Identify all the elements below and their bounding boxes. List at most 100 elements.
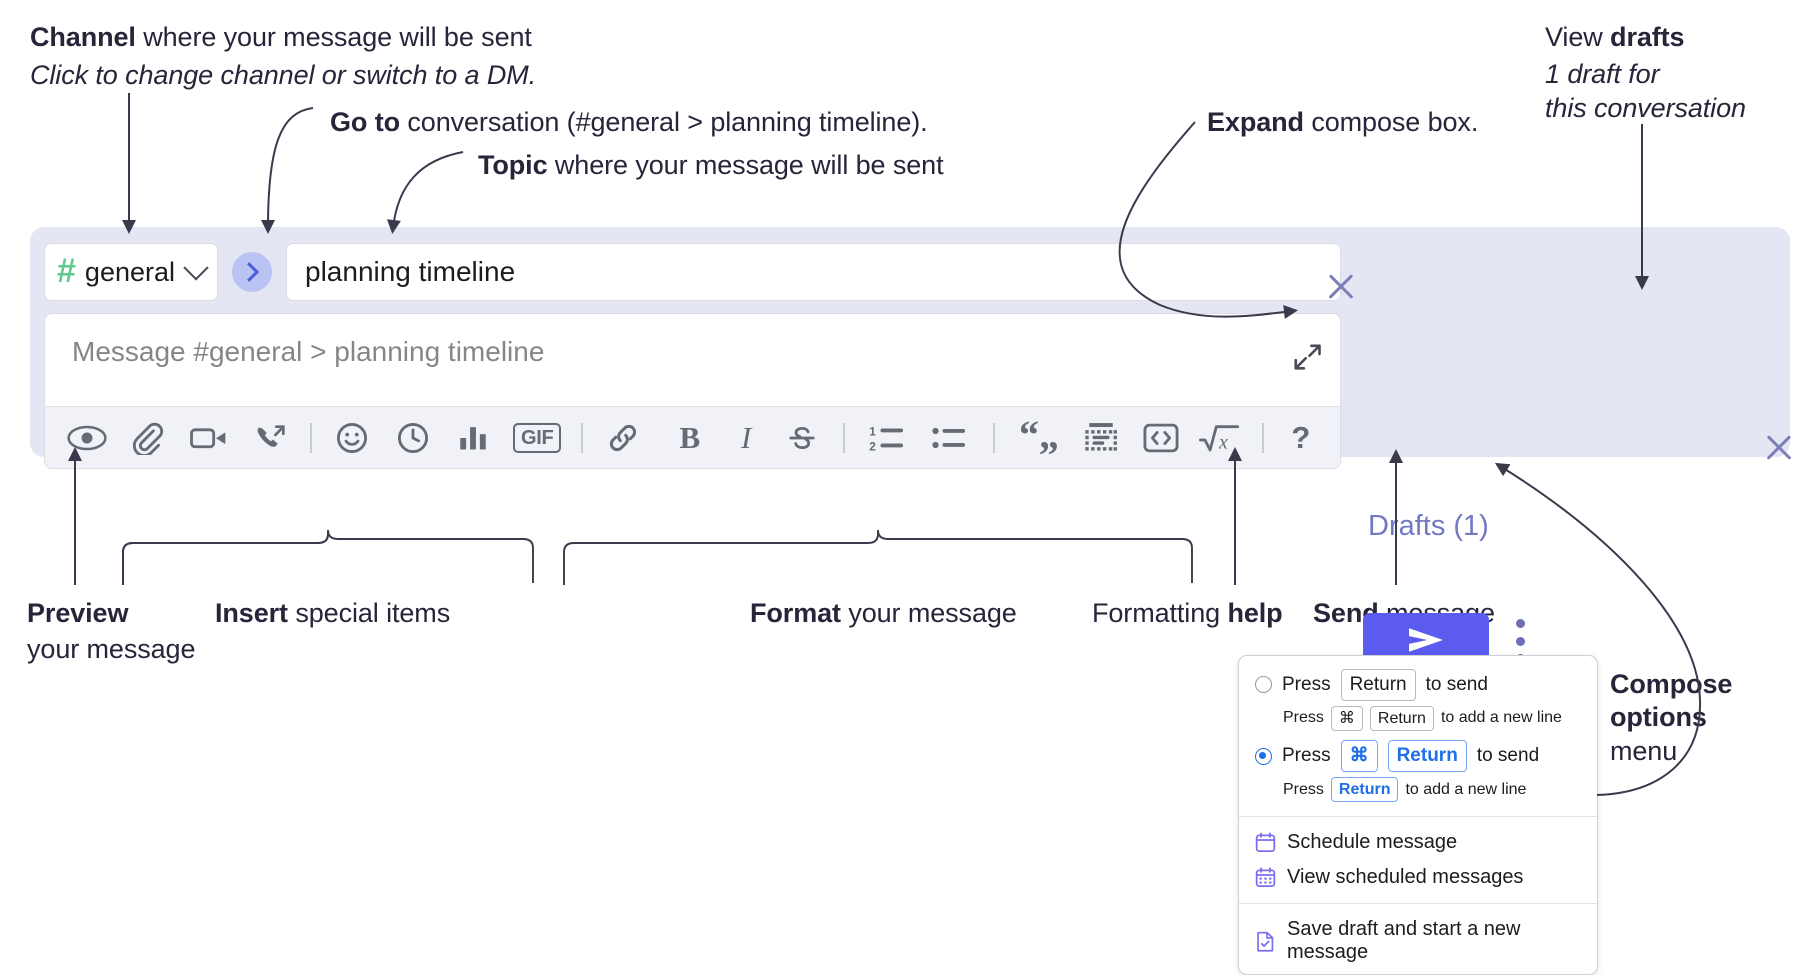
close-icon [1764, 433, 1794, 463]
annotation-compose-options-bold2: options [1610, 702, 1707, 733]
chevron-down-icon [183, 255, 209, 281]
link-icon[interactable] [597, 421, 649, 455]
key-return: Return [1387, 740, 1467, 772]
annotation-help-pre: Formatting [1092, 598, 1228, 628]
clock-icon[interactable] [387, 421, 439, 455]
menu-divider [1239, 903, 1597, 905]
annotation-drafts-italic2: this conversation [1545, 92, 1746, 123]
message-input[interactable]: Message #general > planning timeline [45, 314, 1340, 406]
video-camera-icon[interactable] [182, 424, 236, 452]
menu-option1-sub-pre: Press [1283, 709, 1324, 727]
annotation-channel: Channel where your message will be sent … [30, 22, 650, 92]
topic-input[interactable]: planning timeline [286, 243, 1341, 301]
compose-widget: # general planning timeline Message #gen… [30, 227, 1790, 667]
annotation-help-bold: help [1227, 598, 1283, 628]
annotation-format-rest: your message [840, 598, 1017, 628]
strikethrough-icon[interactable] [776, 422, 828, 454]
annotation-insert-rest: special items [287, 598, 451, 628]
expand-compose-button[interactable] [1292, 342, 1322, 372]
annotation-drafts: View drafts 1 draft for this conversatio… [1545, 22, 1805, 125]
menu-item-view-scheduled-messages[interactable]: View scheduled messages [1239, 860, 1597, 895]
close-compose-button[interactable] [1764, 433, 1794, 463]
annotation-topic: Topic where your message will be sent [478, 150, 944, 182]
math-icon[interactable]: x [1191, 422, 1247, 454]
bulleted-list-icon[interactable] [921, 423, 979, 453]
menu-option1-pre: Press [1282, 673, 1331, 695]
send-paper-plane-icon [1409, 628, 1443, 652]
annotation-expand-rest: compose box. [1303, 107, 1479, 137]
key-command: ⌘ [1340, 740, 1378, 772]
annotation-preview-bold: Preview [27, 598, 129, 628]
svg-text:2: 2 [869, 439, 876, 453]
key-return: Return [1369, 705, 1434, 732]
svg-text:1: 1 [869, 424, 876, 438]
menu-item-save-draft[interactable]: Save draft and start a new message [1239, 912, 1597, 970]
message-box: Message #general > planning timeline [44, 313, 1341, 469]
menu-option2-subtext: Press Return to add a new line [1239, 775, 1597, 809]
annotation-compose-options: Compose options menu [1610, 668, 1814, 768]
annotation-format: Format your message [750, 598, 1017, 630]
toolbar-divider [581, 422, 584, 453]
emoji-smiley-icon[interactable] [326, 421, 378, 455]
menu-radio-cmd-return-to-send[interactable]: Press ⌘ Return to send [1239, 737, 1597, 775]
annotation-drafts-bold: drafts [1610, 22, 1685, 52]
code-block-icon[interactable] [1073, 422, 1129, 454]
annotation-preview: Preview your message [27, 598, 257, 666]
channel-name-label: general [84, 256, 175, 287]
annotation-insert-bold: Insert [215, 598, 288, 628]
drafts-link[interactable]: Drafts (1) [1368, 510, 1489, 542]
paperclip-icon[interactable] [121, 421, 173, 455]
bar-chart-icon[interactable] [447, 424, 499, 452]
annotation-channel-rest: where your message will be sent [135, 22, 532, 52]
annotation-goto-rest: conversation (#general > planning timeli… [399, 107, 928, 137]
annotation-expand-bold: Expand [1207, 107, 1304, 137]
preview-eye-icon[interactable] [61, 424, 113, 452]
key-command: ⌘ [1330, 705, 1363, 732]
annotation-preview-rest: your message [27, 633, 196, 664]
menu-option1-subtext: Press ⌘ Return to add a new line [1239, 704, 1597, 738]
key-return: Return [1330, 776, 1399, 803]
toolbar-divider [310, 422, 313, 453]
menu-option1-post: to send [1425, 673, 1488, 695]
radio-selected-icon [1255, 747, 1272, 765]
help-question-icon[interactable]: ? [1291, 419, 1311, 455]
menu-option2-sub-post: to add a new line [1405, 780, 1527, 798]
gif-label: GIF [513, 422, 562, 453]
menu-option1-sub-post: to add a new line [1440, 709, 1562, 727]
annotation-goto-bold: Go to [330, 107, 400, 137]
goto-conversation-button[interactable] [232, 252, 272, 292]
save-draft-icon [1255, 931, 1276, 952]
gif-icon[interactable]: GIF [507, 422, 567, 453]
menu-item-label: Save draft and start a new message [1287, 918, 1521, 964]
toolbar-divider [1261, 422, 1264, 453]
inline-code-icon[interactable] [1133, 423, 1189, 453]
blockquote-icon[interactable]: “„ [1018, 411, 1059, 457]
chevron-right-icon [239, 262, 260, 282]
annotation-topic-bold: Topic [478, 150, 548, 180]
annotation-help: Formatting help [1092, 598, 1283, 630]
channel-selector[interactable]: # general [44, 243, 218, 301]
phone-forward-icon[interactable] [244, 421, 296, 455]
italic-icon[interactable]: I [740, 419, 752, 455]
message-placeholder: Message #general > planning timeline [72, 336, 545, 367]
bold-icon[interactable]: B [679, 419, 701, 455]
annotation-expand: Expand compose box. [1207, 107, 1478, 139]
compose-options-menu: Press Return to send Press ⌘ Return to a… [1238, 655, 1598, 975]
annotation-drafts-pre: View [1545, 22, 1611, 52]
menu-item-label: View scheduled messages [1287, 866, 1524, 889]
menu-divider [1239, 816, 1597, 818]
toolbar-divider [992, 422, 995, 453]
calendar-clock-icon [1255, 832, 1276, 853]
annotation-topic-rest: where your message will be sent [547, 150, 944, 180]
expand-diagonal-icon [1294, 344, 1321, 370]
radio-unselected-icon [1255, 676, 1272, 694]
menu-item-schedule-message[interactable]: Schedule message [1239, 825, 1597, 860]
annotation-insert: Insert special items [215, 598, 450, 630]
menu-radio-return-to-send[interactable]: Press Return to send [1239, 666, 1597, 704]
topic-value: planning timeline [305, 256, 516, 287]
key-return: Return [1340, 669, 1416, 701]
menu-option2-pre: Press [1282, 745, 1331, 767]
toolbar-divider [842, 422, 845, 453]
kebab-dot [1515, 636, 1525, 646]
